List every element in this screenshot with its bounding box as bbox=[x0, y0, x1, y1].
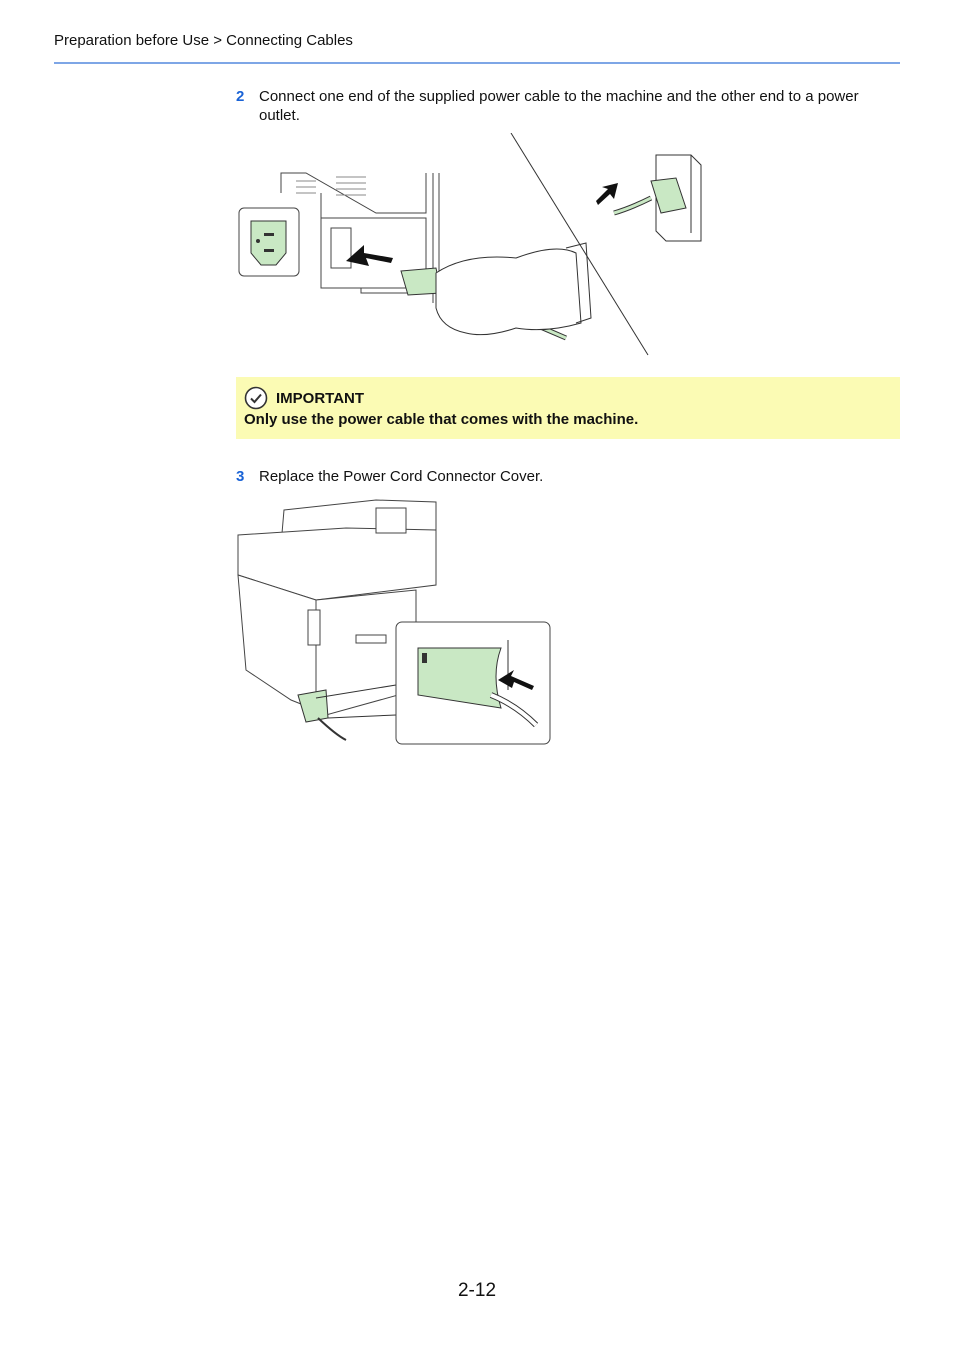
step-3: 3 Replace the Power Cord Connector Cover… bbox=[236, 467, 900, 486]
step-text: Replace the Power Cord Connector Cover. bbox=[259, 468, 544, 485]
breadcrumb: Preparation before Use > Connecting Cabl… bbox=[54, 32, 353, 49]
header-divider bbox=[54, 62, 900, 64]
important-body: Only use the power cable that comes with… bbox=[244, 411, 639, 428]
page-number: 2-12 bbox=[457, 1280, 497, 1301]
socket-callout bbox=[238, 207, 300, 277]
wall-outlet bbox=[596, 154, 702, 242]
printer-body bbox=[237, 499, 437, 716]
divider-line bbox=[510, 133, 649, 356]
step-number: 2 bbox=[236, 88, 245, 105]
power-cable-illustration bbox=[238, 133, 702, 356]
cable bbox=[317, 717, 347, 741]
plug-and-hand bbox=[400, 242, 592, 341]
cover-highlight bbox=[297, 689, 329, 723]
step-2: 2 Connect one end of the supplied power … bbox=[236, 87, 900, 125]
step-text: Connect one end of the supplied power ca… bbox=[259, 88, 859, 124]
checkmark-circle-icon bbox=[244, 386, 268, 410]
step-number: 3 bbox=[236, 468, 245, 485]
important-note: IMPORTANT Only use the power cable that … bbox=[236, 377, 900, 439]
cover-callout bbox=[395, 621, 551, 745]
connector-cover-illustration bbox=[237, 499, 551, 745]
insert-arrow bbox=[346, 245, 393, 266]
important-title: IMPORTANT bbox=[276, 390, 365, 407]
